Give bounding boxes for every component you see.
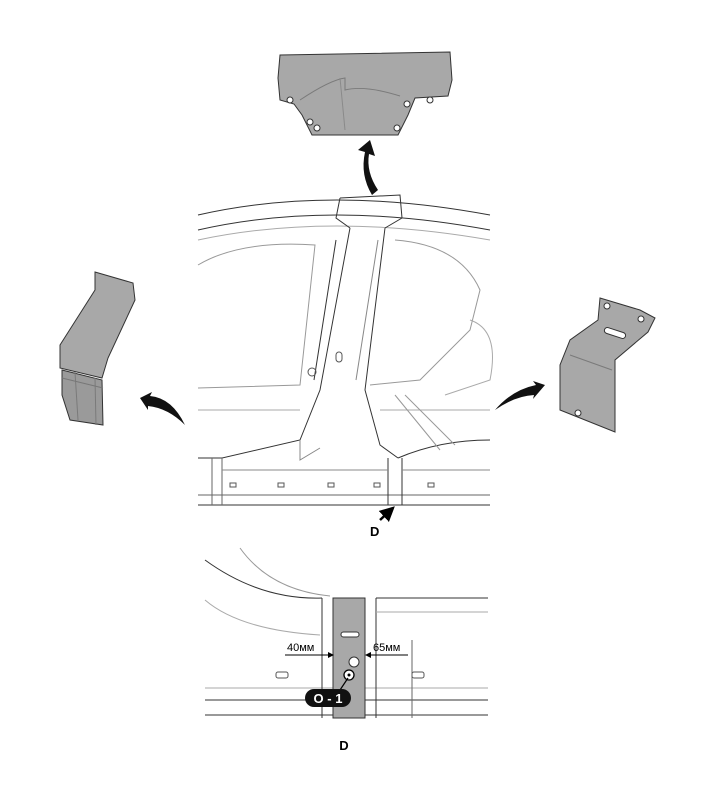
left-arrow-icon xyxy=(140,392,185,425)
right-arrow-icon xyxy=(495,381,545,410)
top-arrow-icon xyxy=(358,140,378,195)
body-side-assembly xyxy=(197,194,493,506)
dim-right-label: 65мм xyxy=(373,642,400,654)
view-d-arrow-icon xyxy=(378,506,395,522)
view-marker-label: D xyxy=(370,524,379,539)
detail-title: D xyxy=(339,738,348,753)
front-pillar-patch-part xyxy=(59,271,136,426)
dimension-40mm: 40мм xyxy=(285,642,334,658)
rear-pillar-patch-part xyxy=(559,297,656,433)
roof-rail-reinforcement-part xyxy=(277,51,453,136)
weld-tag-label: O - 1 xyxy=(314,691,343,706)
detail-d-view xyxy=(204,547,488,718)
weld-tag: O - 1 xyxy=(305,677,351,707)
dim-left-label: 40мм xyxy=(287,642,314,654)
dimension-65mm: 65мм xyxy=(365,642,408,658)
